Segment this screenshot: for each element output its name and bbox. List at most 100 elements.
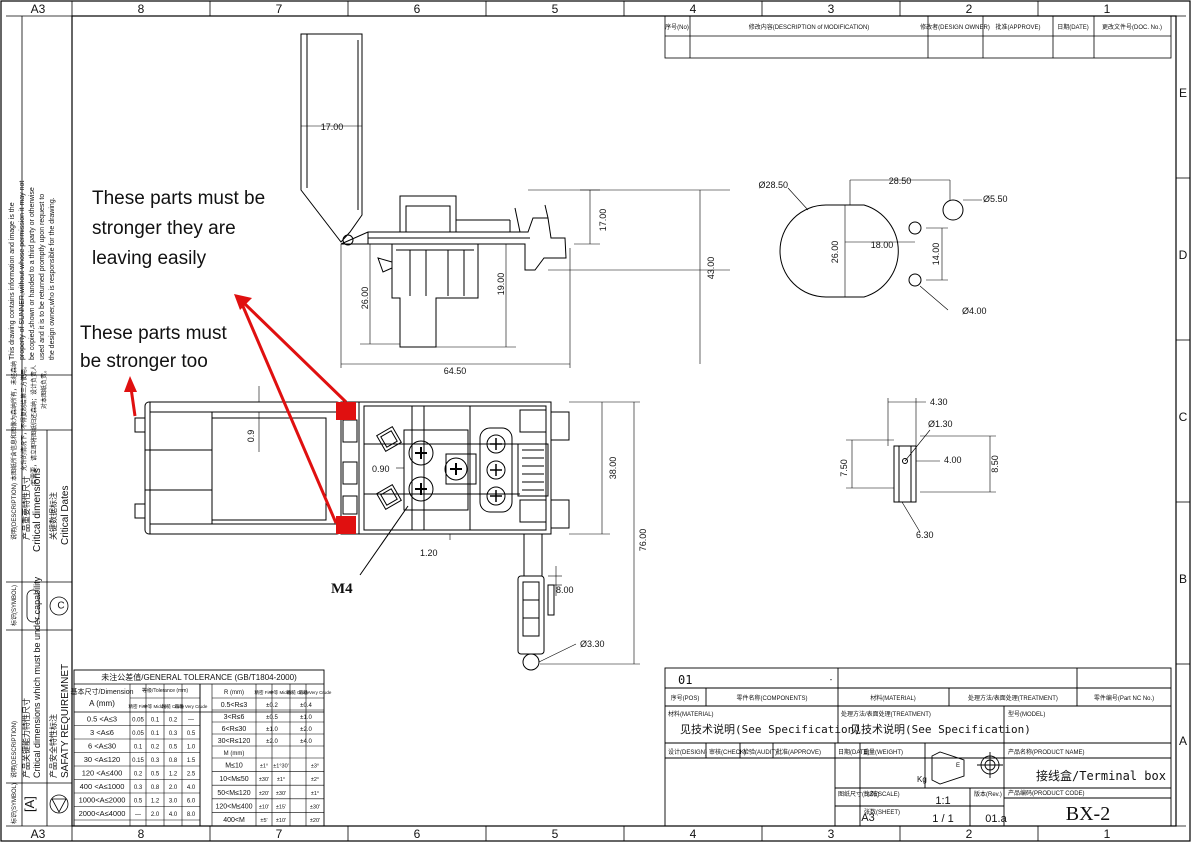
tol-row-range: 0.5 <A≤3 <box>87 715 117 724</box>
dim-dia-1-30: Ø1.30 <box>928 419 953 429</box>
dim-4-00: 4.00 <box>944 455 962 465</box>
tol-r-range: 30<R≤120 <box>218 738 251 745</box>
revision-header: 序号(No) <box>665 23 689 31</box>
tol-header-grade: 中等 Middle <box>143 703 167 710</box>
note1-line2: stronger they are <box>92 218 236 239</box>
confidential-notice-cn: 对本图纸负责。 <box>40 367 48 409</box>
tol-m-range: 10<M≤50 <box>219 776 248 783</box>
clip-detail <box>893 445 917 503</box>
side-view <box>300 33 567 348</box>
weight-label: 重量(WEIGHT) <box>863 748 903 756</box>
product-code: BX-2 <box>1066 803 1110 825</box>
symbol-label: 标识(SYMBOL) <box>10 585 18 626</box>
scale-value: 1:1 <box>935 795 950 807</box>
weight-unit: Kg <box>917 775 927 784</box>
grid-column-label: 4 <box>690 827 697 841</box>
tol-r-value: ±0.4 <box>300 703 312 709</box>
copyright-symbol: C <box>57 601 64 612</box>
partno-label: 零件编号(Part NC No.) <box>1094 694 1154 702</box>
weak-part-top <box>336 402 356 420</box>
grid-column-label: 2 <box>966 827 973 841</box>
grid-column-label: 3 <box>828 2 835 16</box>
revision-header: 日期(DATE) <box>1057 23 1089 31</box>
grid-row-label: D <box>1179 248 1188 262</box>
tol-m-value: ±30' <box>310 804 320 810</box>
confidential-notice-cn: 本图纸所含信息和图像为森纳所有，未经森纳 <box>10 361 18 481</box>
tol-m-value: ±30' <box>259 777 269 783</box>
cutout-detail <box>779 199 964 298</box>
dim-26-b: 26.00 <box>830 241 840 264</box>
sheet-size-bottom: A3 <box>31 827 46 841</box>
note2-line1: These parts must <box>80 323 227 344</box>
treatment-label-2: 处理方法/表面处理(TREATMENT) <box>841 710 931 718</box>
tol-m-value: ±20' <box>310 818 320 824</box>
confidential-notice-en: property of SUNNER,without whose permiss… <box>19 181 26 360</box>
rev-label: 版本(Rev.) <box>974 790 1002 798</box>
tol-r-grade: 精密 Fine <box>254 689 274 696</box>
grid-column-label: 6 <box>414 827 421 841</box>
dim-14: 14.00 <box>931 243 941 266</box>
tol-r-value: ±2.0 <box>266 739 278 745</box>
grid-column-label: 5 <box>552 2 559 16</box>
grid-column-label: 1 <box>1104 827 1111 841</box>
tol-header-dimension: 基本尺寸/Dimension <box>70 687 133 696</box>
tol-m-range: M≤10 <box>225 763 243 770</box>
tol-row-value: 0.3 <box>134 785 143 791</box>
grid-column-label: 5 <box>552 827 559 841</box>
tol-r-value: ±4.0 <box>300 739 312 745</box>
tol-r-value: ±2.0 <box>300 727 312 733</box>
grid-column-label: 8 <box>138 2 145 16</box>
tol-row-value: 8.0 <box>187 812 196 818</box>
tol-row-value: 4.0 <box>169 812 178 818</box>
dim-19: 19.00 <box>496 273 506 296</box>
confidential-notice-en: This drawing contains information and im… <box>9 202 16 360</box>
components-label: 零件名称(COMPONENTS) <box>737 694 808 702</box>
treatment-value: 见技术说明(See Specification) <box>850 722 1031 736</box>
tol-row-range: 400 <A≤1000 <box>80 782 125 791</box>
item-number: 01 <box>678 673 692 687</box>
note-stronger-leaving: These parts must be stronger they are le… <box>92 184 266 274</box>
dim-dia-4: Ø4.00 <box>962 306 987 316</box>
product-name-label: 产品名称(PRODUCT NAME) <box>1008 748 1085 756</box>
tol-r-value: ±1.0 <box>266 727 278 733</box>
tol-row-range: 2000<A≤4000 <box>79 809 126 818</box>
tol-row-value: 0.1 <box>151 718 160 724</box>
tol-row-value: 0.05 <box>132 731 144 737</box>
grid-column-label: 2 <box>966 2 973 16</box>
tol-row-value: 1.0 <box>187 745 196 751</box>
material-value: 见技术说明(See Specification) <box>680 722 861 736</box>
tol-row-value: 0.5 <box>134 799 143 805</box>
tol-row-range: 120 <A≤400 <box>82 769 123 778</box>
dim-17-top: 17.00 <box>321 122 344 132</box>
tol-row-value: 0.5 <box>187 731 196 737</box>
tol-m-range: 50<M≤120 <box>217 790 250 797</box>
dim-dia-28-5: Ø28.50 <box>758 180 788 190</box>
check-label: 审核(CHECK) <box>709 748 746 756</box>
note2-line2: be stronger too <box>80 351 208 372</box>
tol-m-value: ±1°30' <box>273 764 288 770</box>
approve-label: 批准(APPROVE) <box>776 748 821 756</box>
tol-m-value: ±1° <box>260 764 268 770</box>
treatment-label: 处理方法/表面处理(TREATMENT) <box>968 694 1058 702</box>
tol-m-value: ±1° <box>311 791 319 797</box>
description-label: 说明(DESCRIPTION) <box>10 483 18 540</box>
grid-row-label: C <box>1179 410 1188 424</box>
tol-r-value: ±0.5 <box>266 715 278 721</box>
tol-row-value: 1.5 <box>187 758 196 764</box>
tol-r-grade: 最粗 Very Crude <box>299 689 332 696</box>
left-margin-table <box>6 16 72 826</box>
tol-m-value: ±10' <box>259 804 269 810</box>
dim-0-90: 0.90 <box>372 464 390 474</box>
sheet-size-top: A3 <box>31 2 46 16</box>
dim-64-5: 64.50 <box>444 366 467 376</box>
grid-column-ticks <box>71 1 1190 841</box>
tol-row-range: 30 <A≤120 <box>84 755 120 764</box>
material-label: 材料(MATERIAL) <box>870 694 916 702</box>
tol-row-value: — <box>135 812 141 818</box>
tol-header-tolerance: 等级/Tolerance (mm) <box>142 687 188 694</box>
size-value: A3 <box>861 812 874 824</box>
tol-row-value: 0.3 <box>151 758 160 764</box>
tol-m-value: ±1° <box>277 777 285 783</box>
tol-m-value: ±3° <box>311 764 319 770</box>
